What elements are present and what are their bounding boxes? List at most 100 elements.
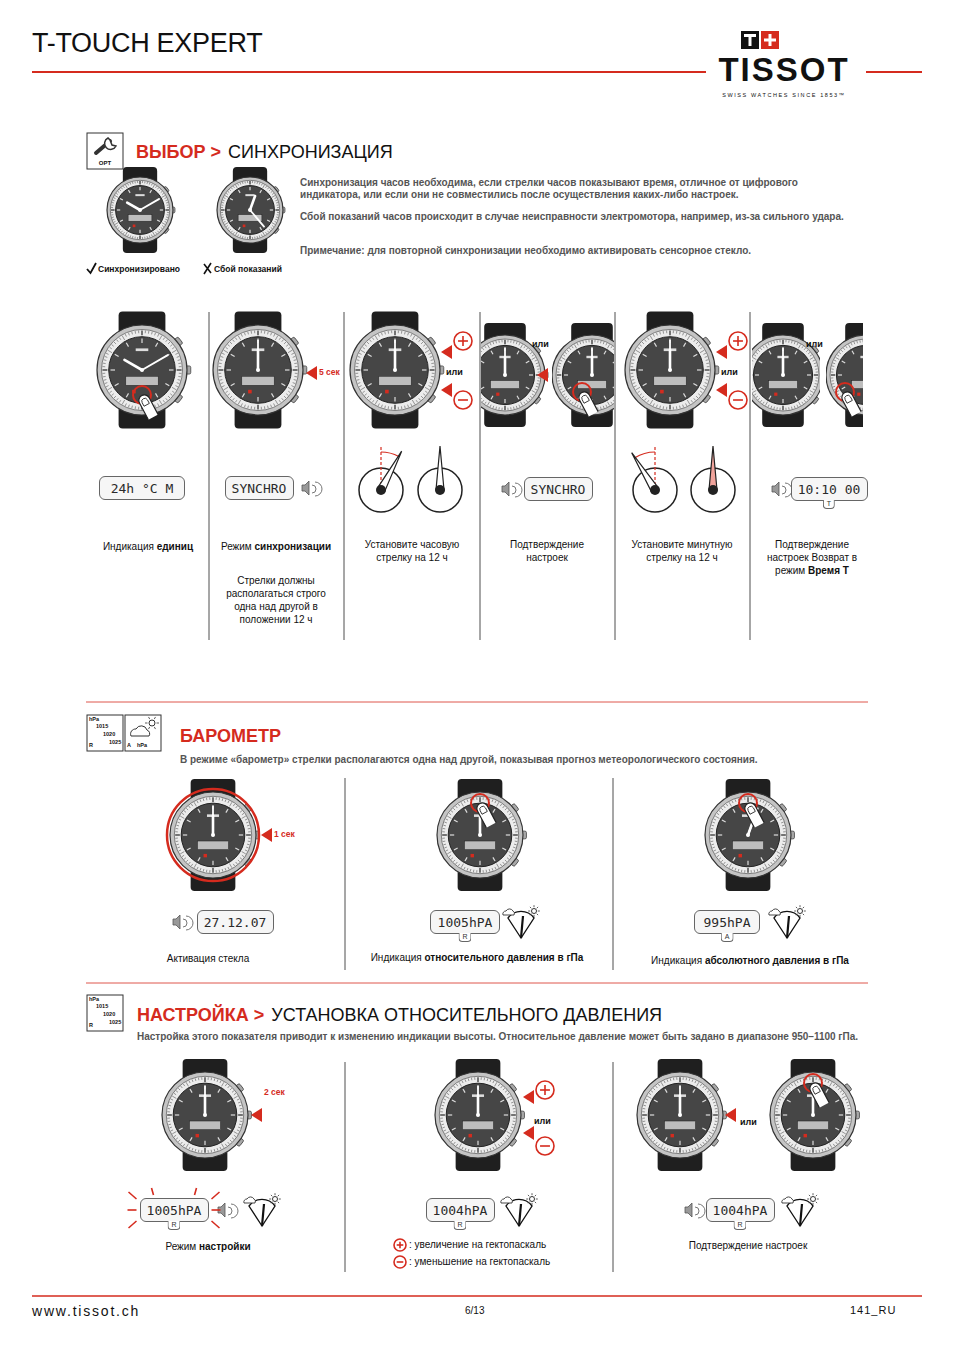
bezel-tick bbox=[513, 1118, 516, 1119]
sun-ray bbox=[149, 717, 150, 719]
bezel-tick bbox=[492, 868, 494, 870]
bezel-tick bbox=[449, 813, 451, 814]
bezel-tick bbox=[810, 394, 812, 395]
bezel-tick bbox=[442, 1127, 444, 1129]
bezel-tick bbox=[779, 1130, 781, 1131]
bezel-tick bbox=[214, 1149, 216, 1151]
bezel-tick bbox=[503, 1088, 505, 1090]
bezel-tick bbox=[510, 1099, 512, 1100]
bezel-tick bbox=[119, 338, 121, 340]
hand-pivot bbox=[708, 485, 718, 495]
dial-lcd bbox=[654, 376, 686, 385]
bezel-tick bbox=[705, 1140, 707, 1142]
bezel-tick bbox=[510, 407, 511, 409]
bezel-tick bbox=[840, 1138, 842, 1140]
bezel-tick bbox=[658, 1144, 659, 1146]
button-bar bbox=[462, 336, 464, 346]
button-bar bbox=[458, 399, 468, 401]
cloud-symbol bbox=[244, 1197, 256, 1203]
bezel-tick bbox=[235, 400, 237, 402]
bezel-tick bbox=[238, 336, 240, 340]
bezel-tick bbox=[686, 334, 687, 336]
bezel-tick bbox=[752, 386, 753, 388]
hand-pivot bbox=[590, 373, 594, 377]
bezel-tick bbox=[815, 368, 817, 369]
bezel-tick bbox=[781, 847, 783, 849]
bezel-tick bbox=[673, 1078, 674, 1081]
bezel-tick bbox=[293, 382, 296, 384]
hour-index bbox=[747, 861, 748, 865]
bezel-tick bbox=[569, 348, 571, 350]
watch-case bbox=[705, 792, 791, 878]
bezel-tick bbox=[694, 340, 696, 342]
watch-dial bbox=[637, 337, 704, 404]
bezel-tick bbox=[127, 235, 129, 237]
bezel-tick bbox=[359, 386, 361, 387]
bezel-tick bbox=[509, 855, 511, 856]
bezel-tick bbox=[752, 362, 753, 364]
dial-red-mark bbox=[196, 1134, 199, 1137]
bezel-tick bbox=[705, 369, 710, 371]
bezel-tick bbox=[697, 1082, 699, 1086]
bezel-tick bbox=[771, 862, 773, 864]
bezel-tick bbox=[477, 1148, 479, 1153]
bezel-tick bbox=[221, 204, 223, 205]
watch-dial bbox=[181, 803, 245, 867]
bezel-tick bbox=[721, 860, 723, 862]
bezel-tick bbox=[493, 1147, 494, 1149]
bezel-tick bbox=[822, 1149, 824, 1151]
hour-index bbox=[231, 384, 235, 386]
bezel-tick bbox=[189, 1081, 190, 1083]
bezel-tick bbox=[511, 1114, 516, 1116]
bezel-tick bbox=[862, 340, 863, 342]
bezel-tick bbox=[247, 237, 248, 239]
section-heading: УСТАНОВКА ОТНОСИТЕЛЬНОГО ДАВЛЕНИЯ bbox=[271, 1005, 662, 1027]
bezel-tick bbox=[416, 400, 418, 402]
bezel-tick bbox=[636, 387, 640, 389]
hour-hand bbox=[127, 203, 140, 210]
bezel-tick bbox=[446, 850, 448, 851]
hour-index bbox=[270, 209, 273, 210]
watch-dial bbox=[836, 345, 863, 404]
bezel-tick bbox=[495, 407, 497, 409]
minus-button-symbol bbox=[454, 391, 472, 409]
bezel-tick bbox=[443, 844, 445, 846]
bezel-tick bbox=[773, 407, 775, 409]
bezel-tick bbox=[293, 369, 298, 371]
hour-index bbox=[156, 393, 158, 397]
bezel-tick bbox=[174, 1135, 176, 1136]
watch-illustration bbox=[350, 312, 444, 429]
bezel-tick bbox=[839, 396, 841, 398]
hour-index bbox=[761, 857, 763, 861]
sun-symbol bbox=[811, 1197, 816, 1202]
bezel-tick bbox=[282, 340, 284, 342]
watch-case bbox=[107, 177, 173, 243]
hour-index bbox=[226, 857, 228, 861]
bezel-tick bbox=[462, 1081, 463, 1083]
bezel-tick bbox=[139, 181, 141, 185]
bezel-tick bbox=[710, 838, 713, 839]
watch-illustration bbox=[752, 323, 820, 427]
icon-text: 1015 bbox=[96, 724, 108, 730]
bezel-tick bbox=[782, 825, 784, 827]
bezel-tick bbox=[509, 813, 511, 814]
hour-index bbox=[807, 374, 811, 375]
bezel-tick bbox=[277, 207, 279, 208]
hour-index bbox=[379, 393, 381, 397]
bezel-tick bbox=[131, 406, 133, 409]
bezel-tick bbox=[715, 816, 719, 818]
bezel-tick bbox=[135, 406, 136, 409]
hour-index bbox=[465, 809, 467, 813]
bezel-tick bbox=[516, 342, 518, 344]
bezel-tick bbox=[719, 811, 721, 813]
step-caption: Установите минутную стрелку на 12 ч bbox=[623, 538, 741, 564]
bezel-tick bbox=[471, 1150, 472, 1153]
hour-index bbox=[502, 820, 506, 822]
bezel-tick bbox=[412, 336, 414, 340]
hour-index bbox=[493, 809, 495, 813]
sound-wave bbox=[312, 485, 316, 493]
bezel-tick bbox=[431, 379, 434, 381]
bezel-tick bbox=[776, 1124, 778, 1126]
bezel-tick bbox=[513, 1108, 516, 1109]
hour-index bbox=[128, 227, 130, 230]
